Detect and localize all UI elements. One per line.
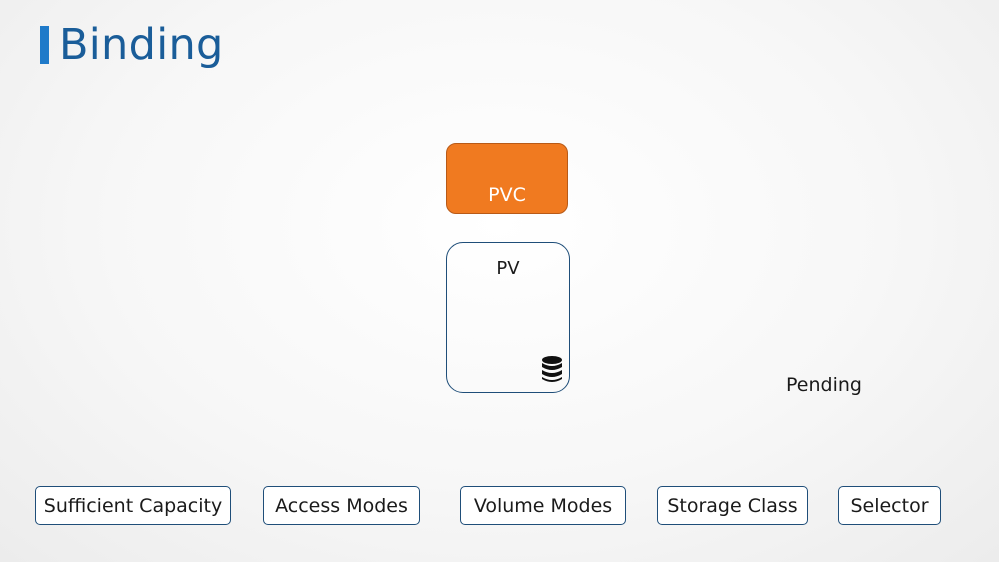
criteria-access-modes: Access Modes <box>263 486 420 525</box>
criteria-volume-modes: Volume Modes <box>460 486 626 525</box>
pvc-label: PVC <box>488 184 526 206</box>
binding-status-text: Pending <box>786 374 862 396</box>
criteria-selector: Selector <box>838 486 941 525</box>
pvc-box: PVC <box>446 143 568 214</box>
criteria-sufficient-capacity: Sufficient Capacity <box>35 486 231 525</box>
database-icon <box>542 356 562 382</box>
slide-header: Binding <box>40 18 224 72</box>
pv-box: PV <box>446 242 570 393</box>
title-accent-bar <box>40 26 49 64</box>
slide-title: Binding <box>59 19 224 70</box>
pv-label: PV <box>496 258 520 279</box>
criteria-storage-class: Storage Class <box>657 486 808 525</box>
